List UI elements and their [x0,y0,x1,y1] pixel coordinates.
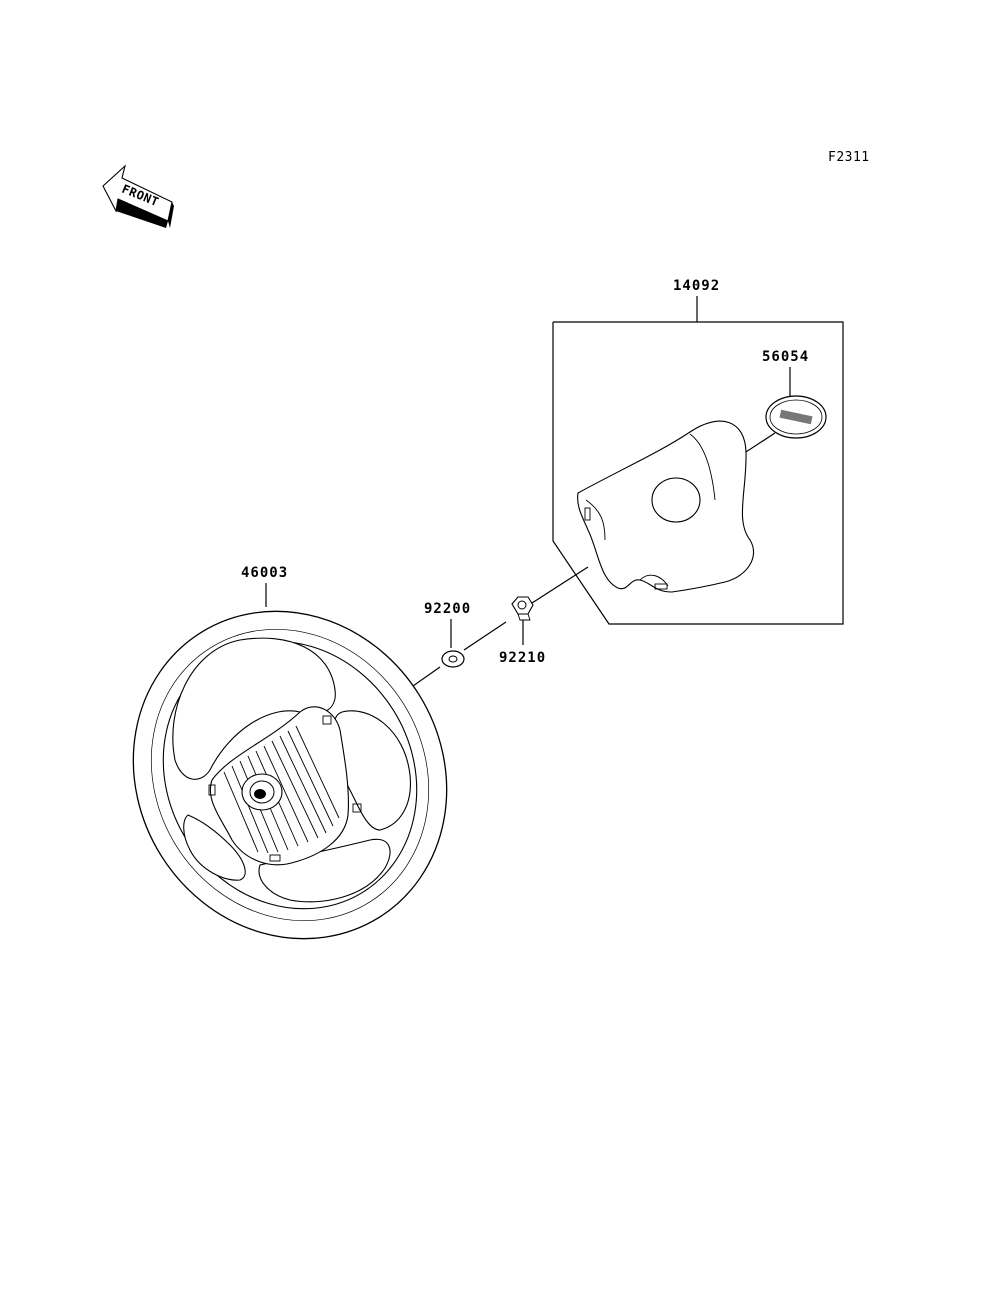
steering-wheel-part [132,610,448,940]
front-arrow-icon: FRONT [102,164,174,228]
cover-assy-callout: 14092 [552,278,844,625]
nut-part [511,596,534,621]
washer-callout: 92200 [424,601,471,668]
emblem-part [765,395,827,439]
part-number-56054: 56054 [762,349,809,365]
part-number-46003: 46003 [241,565,288,581]
nut-callout: 92210 [499,596,546,666]
part-number-92200: 92200 [424,601,471,617]
part-number-92210: 92210 [499,650,546,666]
steering-wheel-callout: 46003 [132,565,448,940]
emblem-callout: 56054 [676,349,827,498]
figure-code: F2311 [828,150,870,165]
steering-cover-part [577,420,755,593]
washer-part [441,650,465,668]
part-number-14092: 14092 [673,278,720,294]
